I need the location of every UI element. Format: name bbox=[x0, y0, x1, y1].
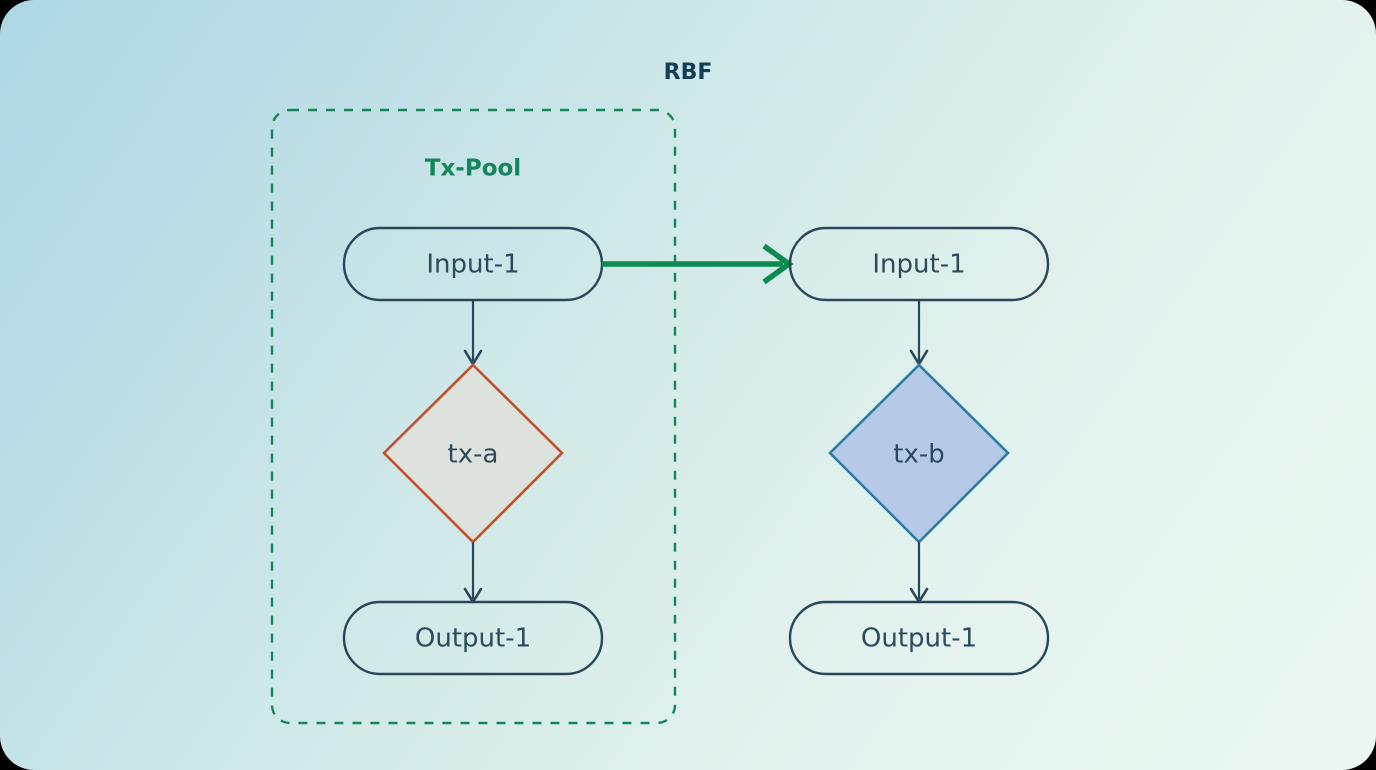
node-label-tx-a: tx-a bbox=[448, 440, 499, 470]
node-tx-a[interactable]: tx-a bbox=[382, 363, 564, 544]
node-label-output-1-right: Output-1 bbox=[861, 624, 977, 654]
group-label-tx-pool: Tx-Pool bbox=[425, 156, 521, 182]
node-label-output-1-left: Output-1 bbox=[415, 624, 531, 654]
node-shape-stadium bbox=[342, 600, 604, 676]
node-label-input-1-right: Input-1 bbox=[872, 250, 965, 280]
edge-input1-to-txa bbox=[463, 300, 483, 366]
edge-txa-to-output1 bbox=[463, 542, 483, 604]
node-label-input-1-left: Input-1 bbox=[426, 250, 519, 280]
node-input-1-left[interactable]: Input-1 bbox=[342, 226, 604, 302]
edge-rbf-replacement bbox=[602, 243, 794, 285]
node-shape-stadium bbox=[788, 600, 1050, 676]
node-tx-b[interactable]: tx-b bbox=[828, 363, 1010, 544]
node-output-1-right[interactable]: Output-1 bbox=[788, 600, 1050, 676]
diagram-title: RBF bbox=[664, 60, 713, 85]
edge-input1-to-txb bbox=[909, 300, 929, 366]
node-label-tx-b: tx-b bbox=[893, 440, 944, 470]
edge-txb-to-output1 bbox=[909, 542, 929, 604]
node-input-1-right[interactable]: Input-1 bbox=[788, 226, 1050, 302]
group-box-tx-pool bbox=[270, 108, 677, 725]
node-output-1-left[interactable]: Output-1 bbox=[342, 600, 604, 676]
